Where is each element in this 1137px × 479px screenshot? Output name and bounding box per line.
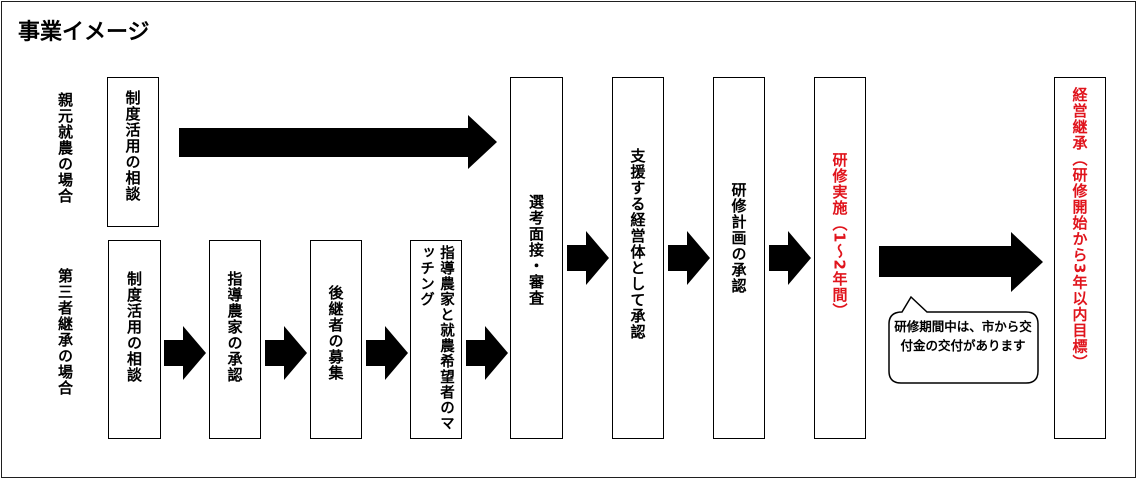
box-daisansha-consult-label: 制度活用の相談 — [125, 271, 143, 383]
box-interview: 選考面接・審査 — [510, 77, 563, 439]
box-oyamoto-consult-label: 制度活用の相談 — [123, 90, 142, 202]
callout-bubble — [888, 295, 1039, 384]
arrow-matching-to-interview — [466, 326, 508, 380]
box-support-approval-label: 支援する経営体として承認 — [628, 148, 647, 340]
box-training-label-main: 研修実施 — [830, 152, 849, 216]
arrow-consult-to-instructor — [164, 326, 206, 380]
box-succession-label: 経営継承（研修開始から3年以内目標） — [1070, 87, 1091, 438]
box-succession-label-main: 経営継承 — [1070, 87, 1089, 151]
page-title: 事業イメージ — [18, 20, 150, 45]
box-training-label-period: （1～2年間） — [830, 216, 849, 319]
box-succession: 経営継承（研修開始から3年以内目標） — [1054, 77, 1106, 439]
box-instructor-approval-label: 指導農家の承認 — [225, 271, 244, 383]
box-support-approval: 支援する経営体として承認 — [612, 77, 664, 439]
box-instructor-approval: 指導農家の承認 — [209, 240, 261, 439]
arrow-plan-to-training — [769, 231, 811, 285]
box-matching-label: 指導農家と就農希望者のマッチング — [418, 245, 454, 431]
box-interview-label: 選考面接・審査 — [527, 194, 545, 306]
box-matching: 指導農家と就農希望者のマッチング — [410, 240, 462, 439]
box-daisansha-consult: 制度活用の相談 — [108, 240, 161, 439]
row-label-daisansha: 第三者継承の場合 — [56, 268, 74, 396]
box-succession-label-goal: （研修開始から3年以内目標） — [1070, 151, 1089, 371]
box-training-label: 研修実施（1～2年間） — [830, 152, 851, 438]
box-plan-approval: 研修計画の承認 — [713, 77, 765, 439]
box-training: 研修実施（1～2年間） — [814, 77, 866, 439]
row-label-oyamoto: 親元就農の場合 — [56, 92, 74, 204]
arrow-instructor-to-recruit — [265, 326, 307, 380]
arrow-recruit-to-matching — [366, 326, 408, 380]
box-successor-recruit-label: 後継者の募集 — [326, 285, 345, 381]
arrow-support-to-plan — [668, 231, 710, 285]
arrow-oyamoto-to-interview — [179, 115, 497, 169]
callout-text: 研修期間中は、市から交付金の交付があります — [894, 319, 1032, 353]
box-successor-recruit: 後継者の募集 — [310, 240, 362, 439]
box-oyamoto-consult: 制度活用の相談 — [107, 77, 159, 227]
arrow-interview-to-support — [567, 231, 609, 285]
arrow-training-to-succession — [879, 232, 1043, 292]
box-plan-approval-label: 研修計画の承認 — [729, 182, 748, 294]
